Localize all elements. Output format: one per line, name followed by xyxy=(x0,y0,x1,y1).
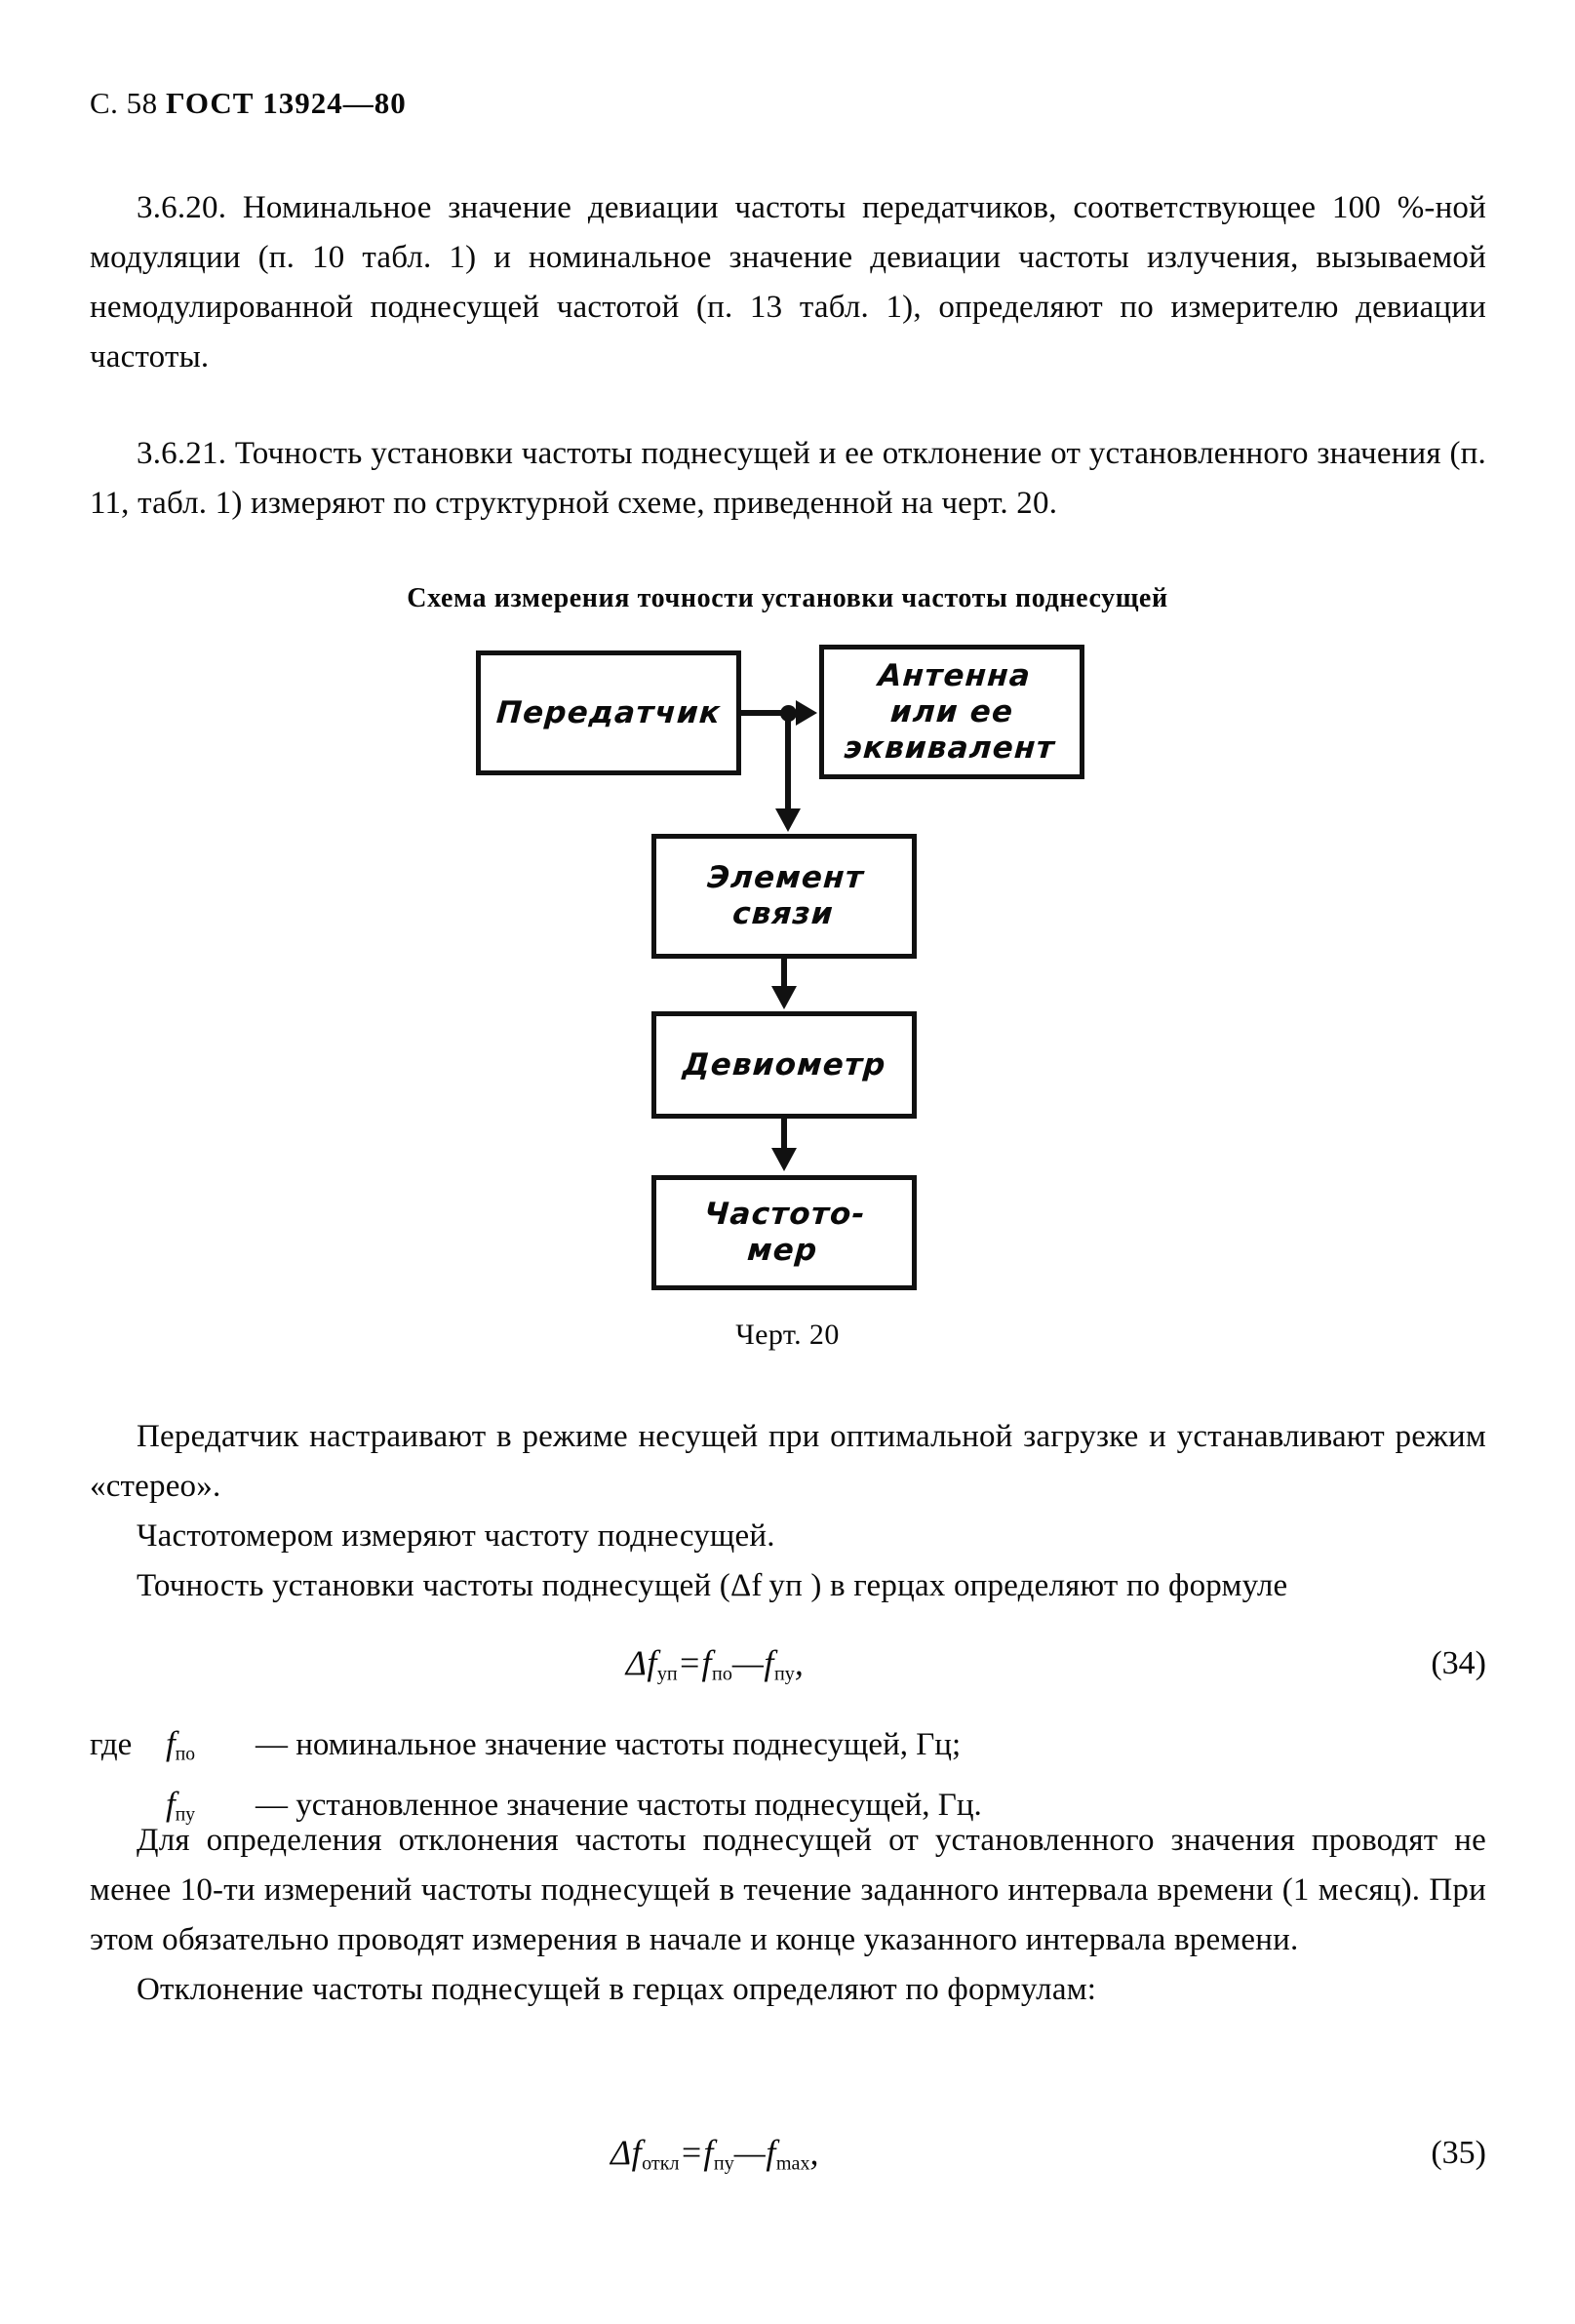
arrow-down-to-coupling-icon xyxy=(775,808,801,832)
clause-3-6-20: 3.6.20. Номинальное значение девиации ча… xyxy=(90,183,1486,382)
arrow-down-to-deviometer-icon xyxy=(771,986,797,1009)
formula-35: Δfоткл=fпу—fmax, (35) xyxy=(90,2132,1486,2176)
formula-35-term2-subscript: max xyxy=(775,2152,810,2175)
connector-transmitter-to-junction xyxy=(741,710,788,716)
where-symbol-2-var: f xyxy=(166,1785,176,1824)
arrow-right-to-antenna-icon xyxy=(796,700,817,726)
formula-34-lhs-var: f xyxy=(647,1643,657,1682)
block-diagram: Передатчик Антенна или ее эквивалент Эле… xyxy=(0,639,1575,1302)
paragraph-deviation-intro: Для определения отклонения частоты подне… xyxy=(90,1823,1486,1957)
formula-34-term2-var: f xyxy=(764,1643,774,1682)
formula-34-where-list: где fпо — номинальное значение частоты п… xyxy=(90,1718,1486,1840)
where-symbol-1-subscript: по xyxy=(175,1744,196,1765)
where-symbol-2: fпу xyxy=(166,1779,256,1839)
diagram-node-deviometer-label: Девиометр xyxy=(681,1046,887,1083)
where-symbol-1: fпо xyxy=(166,1718,256,1779)
formula-35-lhs-var: f xyxy=(631,2133,643,2172)
post-figure-paragraphs: Передатчик настраивают в режиме несущей … xyxy=(90,1412,1486,1611)
where-row-1: где fпо — номинальное значение частоты п… xyxy=(90,1718,1486,1779)
formula-35-minus: — xyxy=(733,2133,767,2172)
diagram-node-transmitter: Передатчик xyxy=(476,650,741,775)
formula-34-comma: , xyxy=(794,1643,805,1682)
where-definition-2: — установленное значение частоты поднесу… xyxy=(256,1788,982,1824)
formula-34-equals: = xyxy=(677,1643,702,1682)
deviation-paragraphs: Для определения отклонения частоты подне… xyxy=(90,1816,1486,2015)
connector-junction-down xyxy=(785,713,791,810)
figure-title: Схема измерения точности установки часто… xyxy=(407,583,1168,613)
formula-34-delta: Δ xyxy=(625,1643,648,1682)
figure-caption: Черт. 20 xyxy=(735,1319,840,1351)
where-lead-word: где xyxy=(90,1727,133,1762)
arrow-down-to-freqmeter-icon xyxy=(771,1148,797,1171)
clause-3-6-20-text: 3.6.20. Номинальное значение девиации ча… xyxy=(90,190,1486,374)
diagram-node-transmitter-label: Передатчик xyxy=(494,694,723,730)
connector-coupling-to-deviometer xyxy=(781,959,787,988)
paragraph-measure: Частотомером измеряют частоту поднесущей… xyxy=(137,1518,775,1554)
diagram-node-coupling-element: Элемент связи xyxy=(651,834,917,959)
formula-35-term2-var: f xyxy=(766,2133,776,2172)
formula-34: Δfуп=fпо—fпу, (34) xyxy=(90,1642,1486,1686)
running-head: С. 58 ГОСТ 13924—80 xyxy=(90,86,407,121)
connector-deviometer-to-freqmeter xyxy=(781,1119,787,1150)
where-symbol-2-subscript: пу xyxy=(175,1804,196,1826)
formula-35-delta: Δ xyxy=(610,2133,632,2172)
where-definition-1: — номинальное значение частоты поднесуще… xyxy=(256,1727,962,1762)
diagram-node-antenna-label: Антенна или ее эквивалент xyxy=(842,657,1056,766)
page-number: С. 58 xyxy=(90,86,158,120)
clause-3-6-21: 3.6.21. Точность установки частоты подне… xyxy=(90,429,1486,529)
connector-junction-to-antenna xyxy=(792,710,798,716)
formula-35-expression: Δfоткл=fпу—fmax, xyxy=(90,2132,1340,2176)
diagram-node-antenna: Антенна или ее эквивалент xyxy=(819,645,1084,779)
diagram-node-deviometer: Девиометр xyxy=(651,1011,917,1119)
where-row-2: fпу — установленное значение частоты под… xyxy=(90,1779,1486,1839)
diagram-node-frequency-meter: Частото- мер xyxy=(651,1175,917,1290)
formula-35-comma: , xyxy=(809,2133,820,2172)
standard-designation: ГОСТ 13924—80 xyxy=(165,86,407,120)
formula-34-minus: — xyxy=(731,1643,765,1682)
formula-34-term1-var: f xyxy=(701,1643,713,1682)
paragraph-formula-intro: Отклонение частоты поднесущей в герцах о… xyxy=(137,1972,1097,2007)
formula-34-term1-subscript: по xyxy=(712,1663,732,1685)
paragraph-setup: Передатчик настраивают в режиме несущей … xyxy=(90,1419,1486,1504)
where-symbol-1-var: f xyxy=(166,1724,176,1762)
formula-35-term1-subscript: пу xyxy=(713,2152,734,2175)
formula-35-term1-var: f xyxy=(703,2133,714,2172)
formula-34-number: (34) xyxy=(1431,1645,1486,1682)
diagram-node-coupling-element-label: Элемент связи xyxy=(705,860,865,931)
formula-34-expression: Δfуп=fпо—fпу, xyxy=(90,1642,1340,1686)
clause-3-6-21-text: 3.6.21. Точность установки частоты подне… xyxy=(90,436,1486,521)
diagram-node-frequency-meter-label: Частото- мер xyxy=(703,1197,868,1268)
paragraph-accuracy: Точность установки частоты поднесущей (Δ… xyxy=(137,1568,1288,1603)
formula-34-term2-subscript: пу xyxy=(773,1663,795,1685)
formula-35-equals: = xyxy=(679,2133,704,2172)
formula-35-number: (35) xyxy=(1431,2135,1486,2172)
formula-34-lhs-subscript: уп xyxy=(656,1663,678,1685)
formula-35-lhs-subscript: откл xyxy=(642,2152,680,2175)
